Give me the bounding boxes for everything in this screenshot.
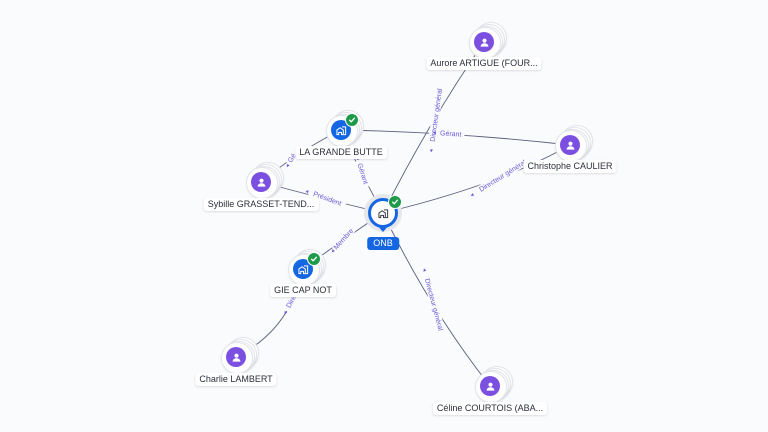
edge-label-group: Gé: [284, 150, 299, 168]
edge-label: Membre: [333, 228, 355, 252]
node-label[interactable]: Céline COURTOIS (ABA...: [432, 402, 548, 415]
person-avatar[interactable]: [560, 135, 580, 155]
person-icon: [485, 381, 496, 392]
company-building-icon: [335, 125, 347, 136]
node-label[interactable]: Aurore ARTIGUE (FOUR...: [426, 57, 542, 70]
node-label[interactable]: GIE CAP NOT: [270, 284, 336, 297]
node-label[interactable]: Christophe CAULIER: [523, 160, 617, 173]
person-icon: [256, 177, 267, 188]
verified-check-icon: [388, 195, 402, 209]
center-node-label[interactable]: ONB: [367, 237, 399, 250]
edge-christophe-to-onb: [382, 144, 571, 214]
person-icon: [231, 352, 242, 363]
verified-check-icon: [345, 113, 359, 127]
edge-label-group: Gérant: [432, 128, 465, 139]
company-building-icon: [377, 208, 389, 219]
edge-label: Directeur général: [478, 159, 528, 194]
edge-arrow-icon: [430, 149, 433, 153]
edge-arrow-icon: [423, 268, 427, 272]
edge-arrow-icon: [432, 131, 437, 135]
edge-label-background: [471, 154, 533, 197]
company-avatar[interactable]: [331, 120, 351, 140]
verified-check-icon: [307, 252, 321, 266]
edge-label: Gérant: [356, 163, 369, 186]
edge-label: Gérant: [440, 130, 462, 138]
edge-arrow-icon: [284, 311, 288, 315]
company-avatar[interactable]: [293, 259, 313, 279]
edge-arrow-icon: [305, 190, 309, 194]
edge-arrow-icon: [470, 193, 475, 196]
edge-arrow-icon: [331, 249, 335, 253]
edge-label-background: [284, 150, 299, 166]
node-label[interactable]: Charlie LAMBERT: [195, 373, 277, 386]
edge-label-background: [427, 81, 445, 149]
edge-label-group: Membre: [331, 225, 356, 253]
edge-label-background: [308, 188, 347, 209]
edge-label-background: [331, 225, 356, 252]
edge-arrow-icon: [286, 163, 290, 168]
person-icon: [479, 37, 490, 48]
person-icon: [565, 140, 576, 151]
edge-label: Gé: [287, 152, 298, 164]
person-avatar[interactable]: [474, 32, 494, 52]
edge-label-group: Gérant: [355, 156, 371, 188]
edge-label-group: Directeur général: [427, 81, 445, 153]
company-building-icon: [297, 264, 309, 275]
node-label[interactable]: LA GRANDE BUTTE: [295, 146, 387, 159]
map-pin-tip: [377, 225, 389, 232]
edge-label-group: Directeur général: [421, 268, 447, 338]
edge-label-background: [421, 271, 447, 338]
edge-label-background: [355, 159, 371, 188]
person-avatar[interactable]: [251, 172, 271, 192]
edge-label-background: [436, 128, 465, 139]
person-avatar[interactable]: [226, 347, 246, 367]
node-label[interactable]: Sybille GRASSET-TEND...: [203, 198, 319, 211]
person-avatar[interactable]: [480, 376, 500, 396]
